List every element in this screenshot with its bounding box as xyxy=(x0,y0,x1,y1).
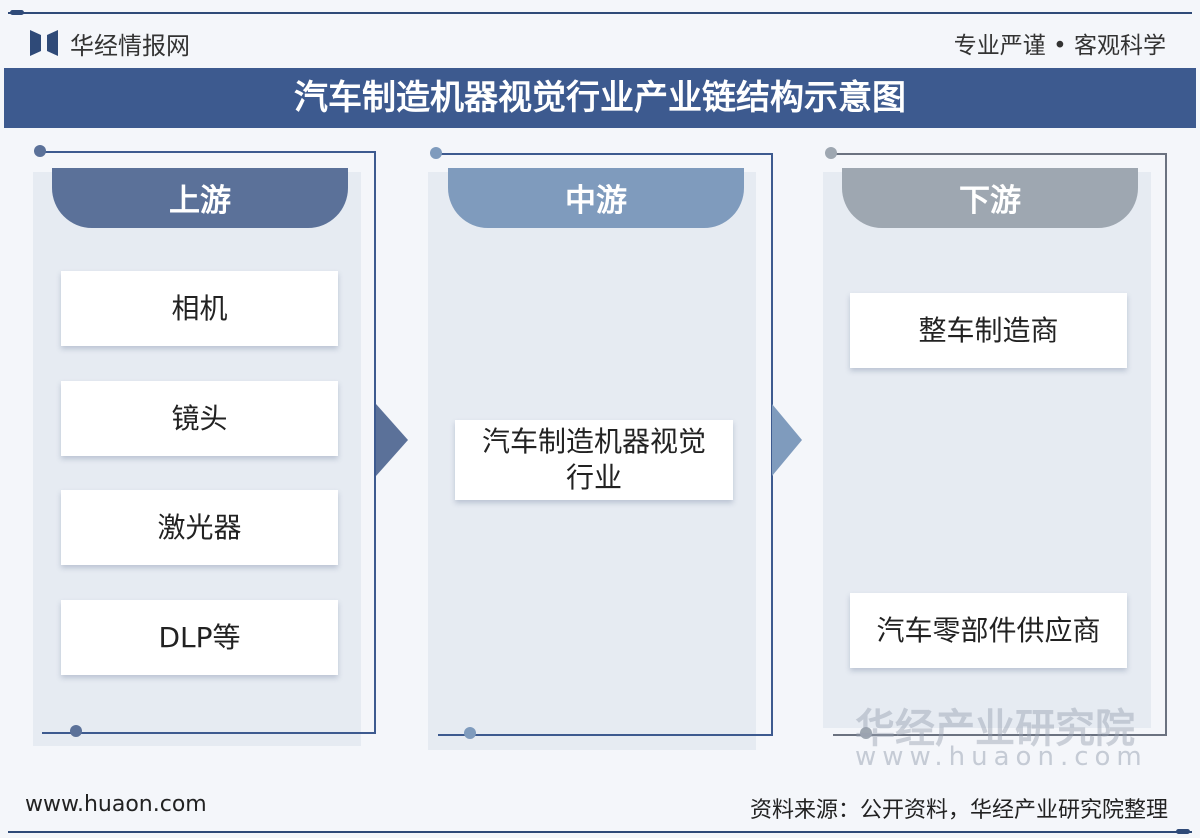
logo-icon xyxy=(30,30,58,56)
upstream-header: 上游 xyxy=(52,168,348,228)
upstream-item-lens: 镜头 xyxy=(61,381,338,456)
downstream-item-oem: 整车制造商 xyxy=(850,293,1127,368)
page-title: 汽车制造机器视觉行业产业链结构示意图 xyxy=(4,68,1196,128)
watermark-name: 华经产业研究院 xyxy=(855,706,1135,752)
bottom-rule-cap xyxy=(1176,829,1190,834)
frame-dot xyxy=(860,727,872,739)
frame-dot xyxy=(34,145,46,157)
footer-website: www.huaon.com xyxy=(25,792,207,817)
watermark-url: www.huaon.com xyxy=(855,742,1148,772)
arrow-right-icon xyxy=(772,404,802,476)
downstream-item-parts: 汽车零部件供应商 xyxy=(850,593,1127,668)
arrow-right-icon xyxy=(376,404,408,476)
top-rule-cap xyxy=(10,10,24,15)
downstream-frame xyxy=(833,153,1167,736)
midstream-header: 中游 xyxy=(448,168,744,228)
upstream-item-laser: 激光器 xyxy=(61,490,338,565)
frame-dot xyxy=(464,727,476,739)
brand-name: 华经情报网 xyxy=(70,32,190,60)
bottom-rule xyxy=(8,831,1192,833)
frame-dot xyxy=(430,147,442,159)
upstream-item-camera: 相机 xyxy=(61,271,338,346)
frame-dot xyxy=(70,725,82,737)
upstream-frame xyxy=(42,151,376,734)
upstream-item-dlp: DLP等 xyxy=(61,600,338,675)
slogan: 专业严谨 • 客观科学 xyxy=(953,33,1166,59)
frame-dot xyxy=(825,147,837,159)
top-rule xyxy=(8,12,1192,14)
midstream-item: 汽车制造机器视觉行业 xyxy=(455,420,733,500)
footer-source: 资料来源：公开资料，华经产业研究院整理 xyxy=(749,798,1168,823)
downstream-header: 下游 xyxy=(842,168,1138,228)
